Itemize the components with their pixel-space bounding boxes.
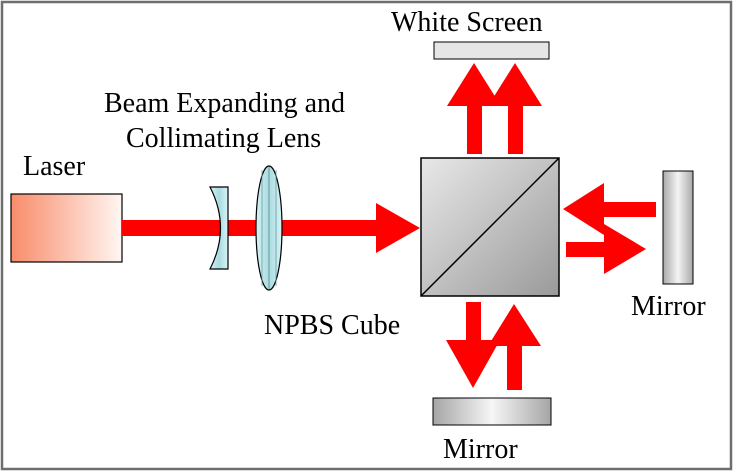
- beam-splitter-surface: [420, 157, 560, 297]
- white-screen: [433, 41, 550, 60]
- mirror-right: [662, 170, 694, 285]
- beam-up-1: [467, 104, 482, 154]
- beam-down: [466, 302, 481, 344]
- mirror-bottom: [432, 397, 552, 426]
- npbs-cube-label: NPBS Cube: [264, 310, 400, 341]
- lens-label-line1: Beam Expanding and: [104, 88, 345, 119]
- beam-to-right-mirror-head: [604, 224, 646, 274]
- white-screen-label: White Screen: [391, 7, 543, 38]
- beam-from-right-mirror-head: [563, 183, 604, 235]
- beam-up-2: [508, 104, 523, 154]
- laser-source: [10, 193, 123, 263]
- beam-up-1-head: [447, 63, 501, 106]
- lens-label-line2: Collimating Lens: [126, 123, 321, 154]
- beam-up-from-bottom: [507, 344, 522, 390]
- beam-up-2-head: [488, 63, 542, 106]
- beam-down-head: [446, 340, 500, 388]
- beam-up-from-bottom-head: [488, 304, 541, 346]
- laser-label: Laser: [23, 151, 86, 182]
- mirror-bottom-label: Mirror: [443, 434, 518, 465]
- beam-to-right-mirror: [566, 242, 606, 257]
- laser-beam: [122, 220, 378, 236]
- diverging-lens: [209, 186, 229, 270]
- beam-from-right-mirror: [602, 202, 656, 217]
- mirror-right-label: Mirror: [631, 291, 706, 322]
- beam-arrow-to-cube: [376, 203, 420, 253]
